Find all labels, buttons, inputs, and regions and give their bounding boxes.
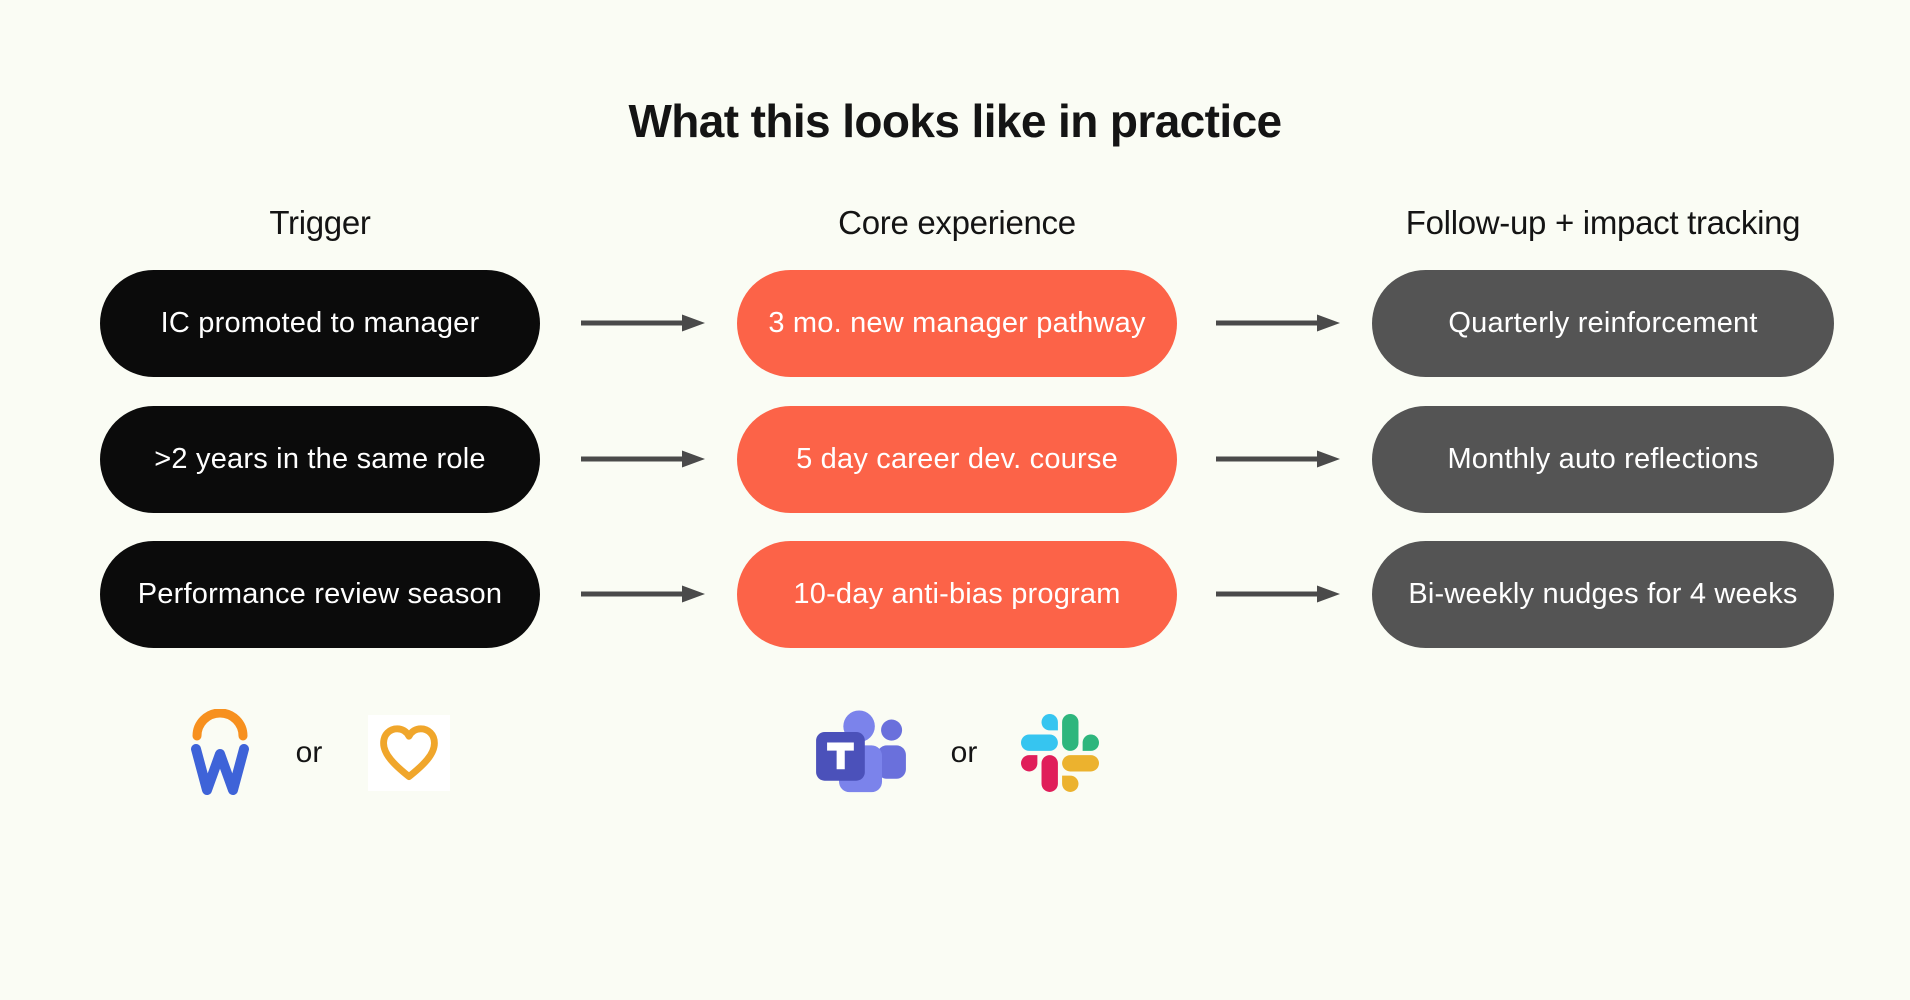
workday-logo-icon: [190, 709, 249, 795]
trigger-pill: Performance review season: [100, 541, 540, 648]
core-tools-row: or: [737, 703, 1177, 803]
followup-pill: Bi-weekly nudges for 4 weeks: [1372, 541, 1834, 648]
trigger-tools-row: or: [100, 703, 540, 803]
or-label: or: [950, 736, 978, 769]
column-header-trigger: Trigger: [269, 204, 371, 241]
trigger-pill: IC promoted to manager: [100, 270, 540, 377]
arrow-right-icon: [1216, 450, 1340, 468]
column-header-core-experience: Core experience: [838, 204, 1076, 241]
arrow-right-icon: [581, 585, 705, 603]
core-experience-pill: 5 day career dev. course: [737, 406, 1177, 513]
arrow-right-icon: [581, 450, 705, 468]
or-label: or: [295, 736, 323, 769]
core-experience-pill: 3 mo. new manager pathway: [737, 270, 1177, 377]
slack-logo-icon: [1021, 714, 1100, 792]
core-experience-pill: 10-day anti-bias program: [737, 541, 1177, 648]
trigger-pill: >2 years in the same role: [100, 406, 540, 513]
followup-pill: Quarterly reinforcement: [1372, 270, 1834, 377]
arrow-right-icon: [1216, 585, 1340, 603]
followup-pill: Monthly auto reflections: [1372, 406, 1834, 513]
heart-icon: [380, 725, 439, 780]
arrow-right-icon: [1216, 314, 1340, 332]
page-title: What this looks like in practice: [628, 95, 1282, 147]
teams-logo-icon: [815, 710, 906, 793]
heart-logo-tile: [368, 715, 451, 791]
arrow-right-icon: [581, 314, 705, 332]
column-header-follow-up: Follow-up + impact tracking: [1405, 204, 1801, 241]
